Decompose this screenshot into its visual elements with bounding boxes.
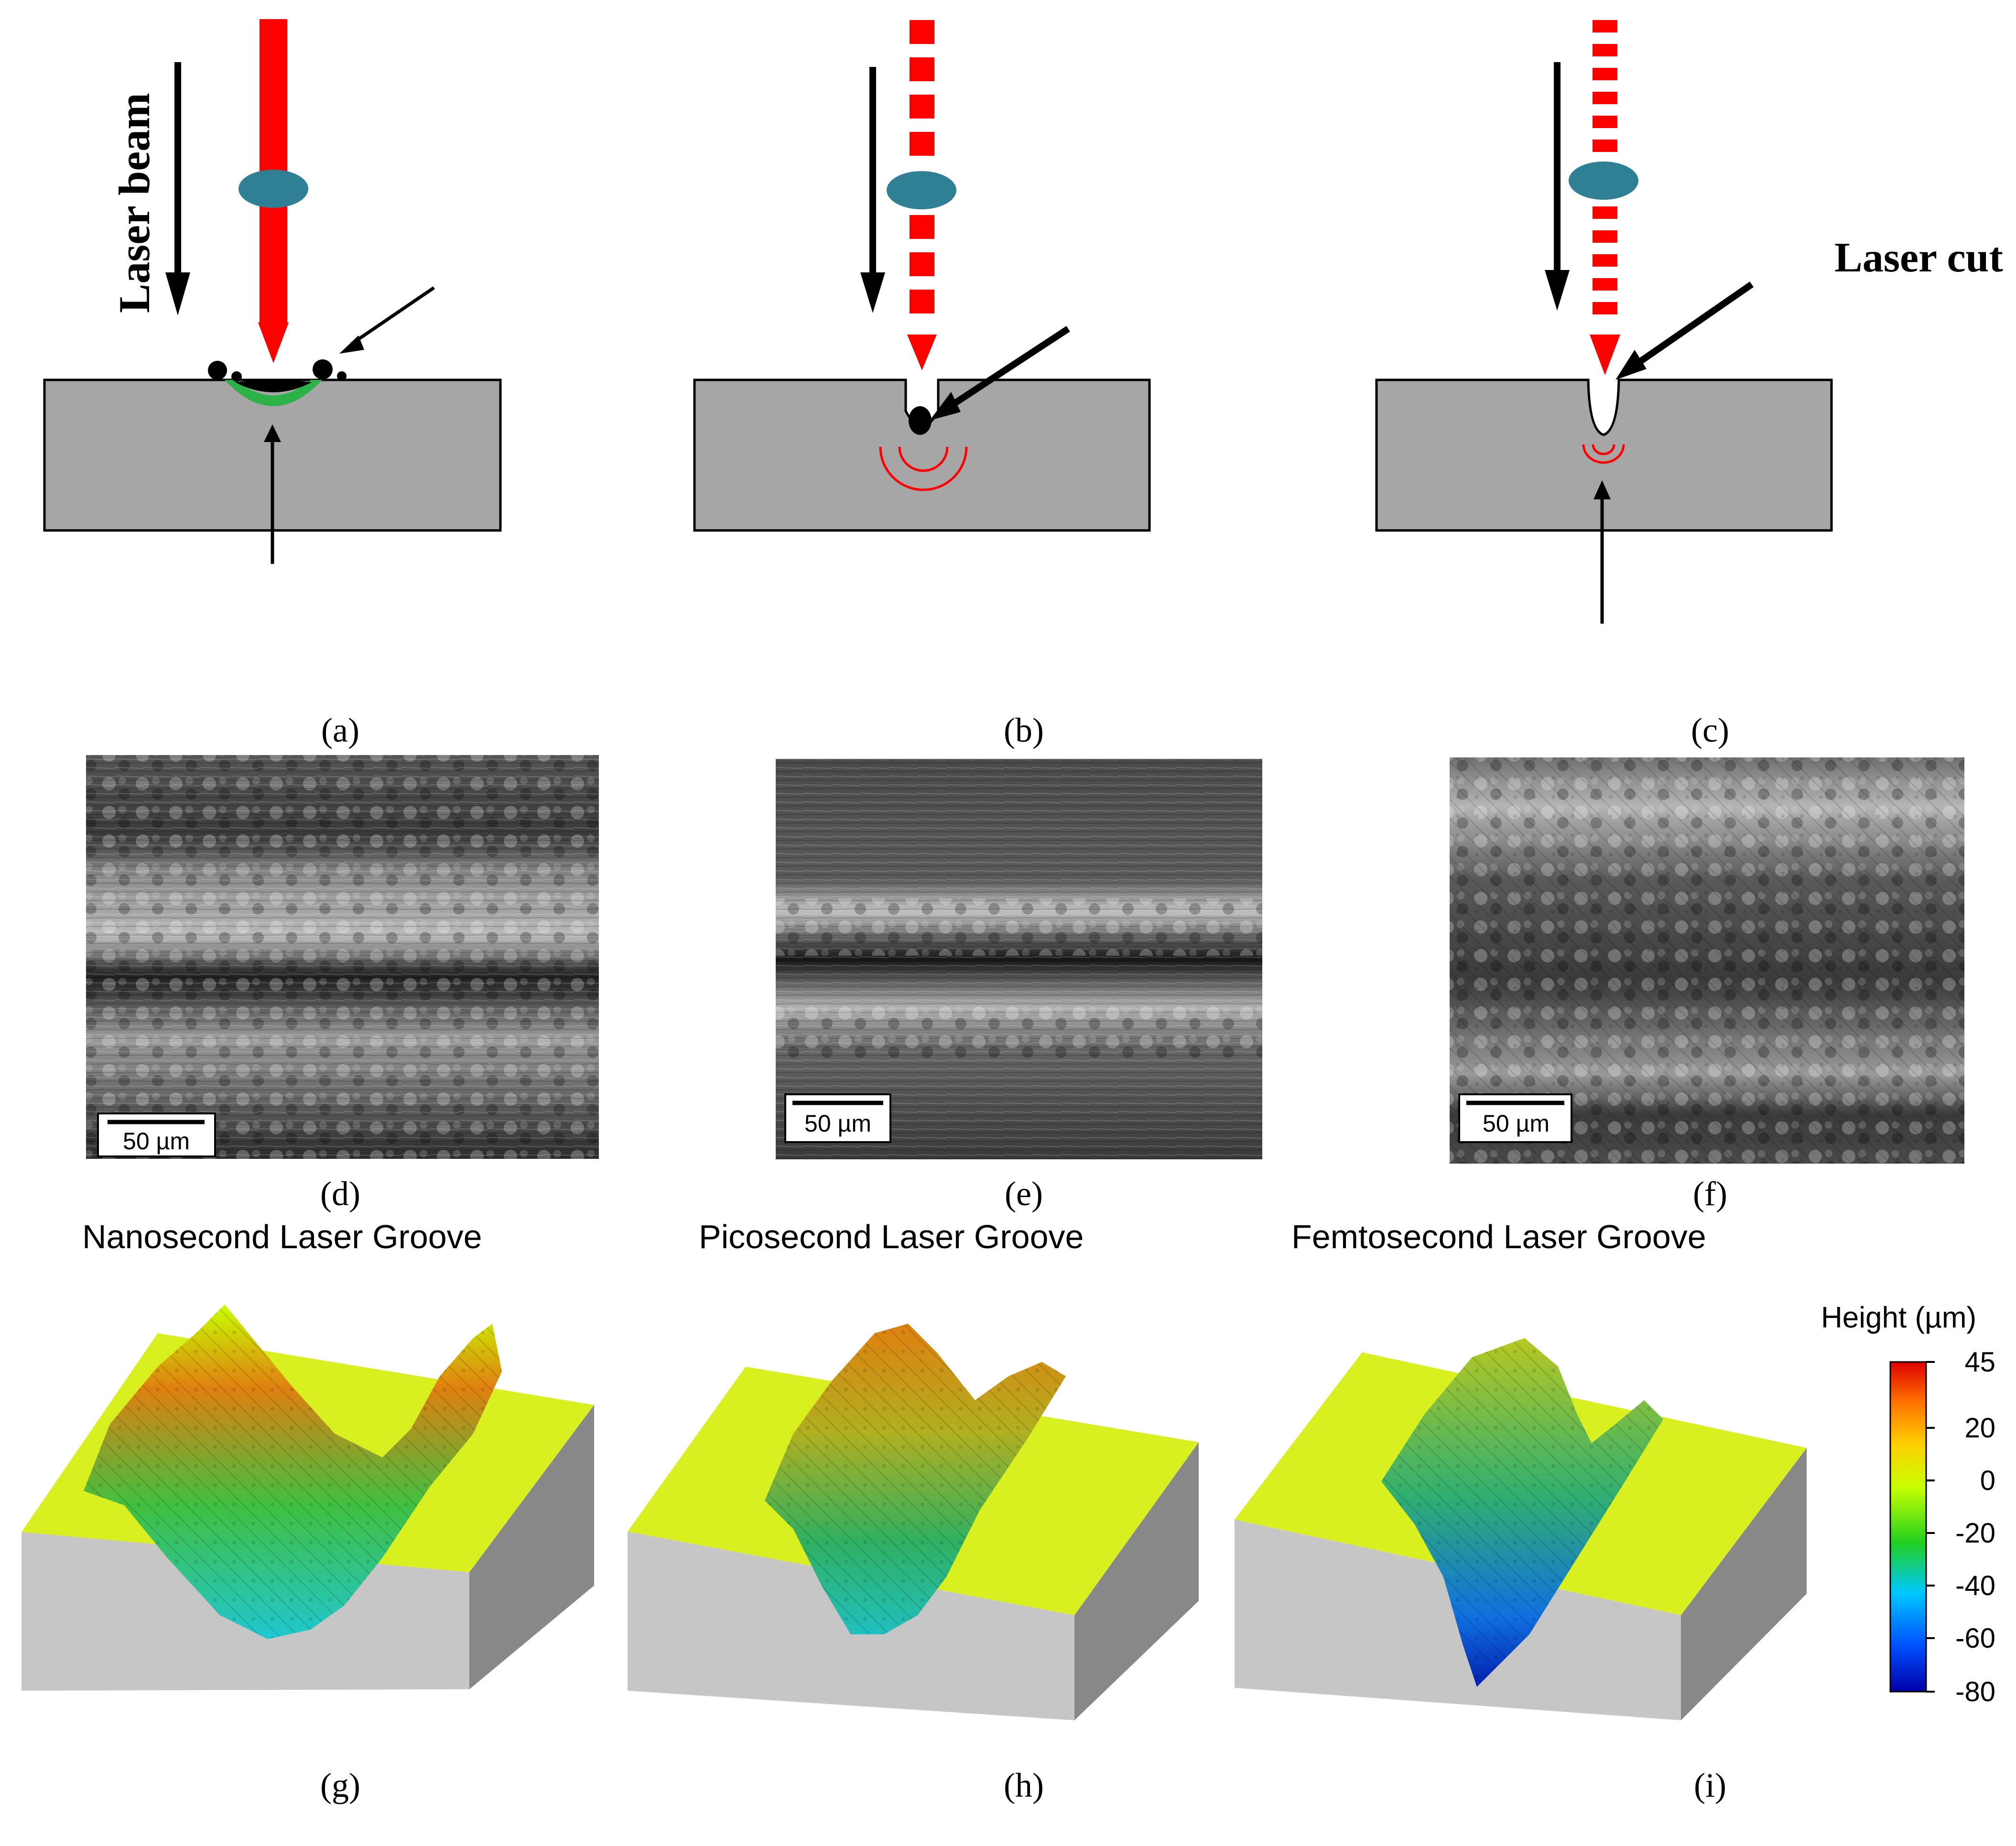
block-side-i [1681, 1448, 1807, 1720]
haz-arrowhead [264, 424, 281, 442]
label-e: (e) [1005, 1175, 1043, 1213]
spatter-a1 [208, 361, 227, 380]
laser-beam-tip-c [1590, 335, 1620, 375]
laser-beam-label: Laser beam [110, 93, 159, 313]
scale-bar-text-f: 50 µm [1483, 1110, 1550, 1137]
colorbar-tick-minus80: -80 [1955, 1676, 1995, 1707]
panel-a-schematic: Laser beam [43, 19, 502, 564]
colorbar-tick-minus20: -20 [1955, 1518, 1995, 1549]
colorbar-tick-0: 0 [1980, 1465, 1995, 1496]
title-nanosecond: Nanosecond Laser Groove [82, 1218, 482, 1255]
label-b: (b) [1004, 711, 1044, 749]
melt-arrowhead-b [930, 392, 961, 421]
shockwave-inner-c [1592, 444, 1615, 455]
laser-beam-tip-a [258, 323, 289, 363]
colorbar-tick-20: 20 [1964, 1413, 1995, 1444]
laser-cut-label: Laser cut [1834, 235, 2003, 281]
label-h: (h) [1004, 1766, 1044, 1804]
title-femtosecond: Femtosecond Laser Groove [1291, 1218, 1706, 1255]
melt-zone-b [909, 406, 932, 435]
sem-image-f: 50 µm [1450, 757, 1964, 1164]
colorbar: Height (µm) 45 20 0 -20 -40 -60 -80 [1821, 1301, 1995, 1707]
colorbar-tick-minus40: -40 [1955, 1570, 1995, 1601]
colorbar-tick-45: 45 [1964, 1347, 1995, 1378]
laser-beam-pulsed-b [910, 20, 934, 313]
label-i: (i) [1694, 1766, 1726, 1804]
spatter-a3 [313, 359, 333, 379]
melt-zone-a [235, 380, 312, 392]
colorbar-gradient [1889, 1361, 1927, 1693]
sem-image-e: 50 µm [776, 759, 1262, 1159]
shockwave-outer-c [1582, 444, 1625, 464]
panel-b-schematic [693, 20, 1151, 532]
spatter-a2 [231, 371, 242, 382]
colorbar-ticks [1926, 1361, 1935, 1693]
block-side-h [1074, 1442, 1199, 1720]
laser-direction-arrowhead-b [860, 272, 885, 313]
bottom-arrowhead-c [1593, 480, 1611, 499]
block-side-g [469, 1405, 594, 1689]
colorbar-title: Height (µm) [1821, 1301, 1976, 1334]
laser-direction-arrowhead-a [165, 272, 190, 315]
label-f: (f) [1693, 1175, 1727, 1213]
laser-cut-arrowhead [1615, 350, 1647, 380]
label-c: (c) [1691, 711, 1729, 749]
label-d: (d) [320, 1175, 360, 1213]
lens-b [887, 171, 956, 209]
surface-profile-h [628, 1324, 1199, 1720]
colorbar-tick-minus60: -60 [1955, 1623, 1995, 1654]
scale-bar-text-d: 50 µm [123, 1128, 190, 1155]
substrate-b [693, 378, 1151, 532]
label-g: (g) [320, 1766, 360, 1804]
scale-bar-text-e: 50 µm [804, 1110, 871, 1137]
substrate-c [1375, 378, 1833, 532]
lens-c [1569, 162, 1638, 200]
surface-profile-i [1235, 1338, 1807, 1720]
spatter-arrow [350, 286, 435, 345]
shockwave-outer-b [879, 446, 968, 491]
laser-beam-pulsed-c [1593, 20, 1617, 314]
surface-profile-g [22, 1305, 594, 1691]
heat-affected-zone-a [225, 380, 322, 406]
lens-a [238, 170, 308, 208]
laser-cut-arrow [1630, 281, 1754, 370]
laser-direction-arrowhead-c [1545, 270, 1570, 311]
shockwave-inner-b [898, 446, 949, 472]
panel-c-schematic: Laser cut [1375, 20, 2003, 624]
melt-arrow-b [948, 326, 1070, 409]
spatter-a4 [337, 371, 347, 381]
laser-beam-tip-b [907, 335, 937, 370]
label-a: (a) [321, 711, 359, 749]
title-picosecond: Picosecond Laser Groove [699, 1218, 1084, 1255]
spatter-arrowhead [339, 335, 364, 354]
sem-image-d: 50 µm [86, 755, 599, 1159]
